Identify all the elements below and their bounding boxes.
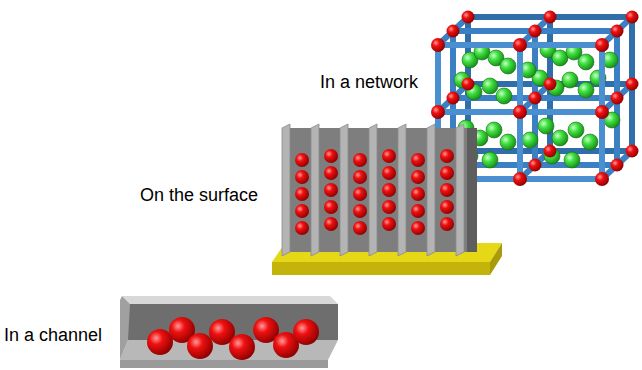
channel-illustration <box>120 296 338 368</box>
surface-label: On the surface <box>140 184 258 206</box>
network-label: In a network <box>320 71 418 93</box>
surface-illustration <box>272 124 502 275</box>
channel-label: In a channel <box>4 324 102 346</box>
